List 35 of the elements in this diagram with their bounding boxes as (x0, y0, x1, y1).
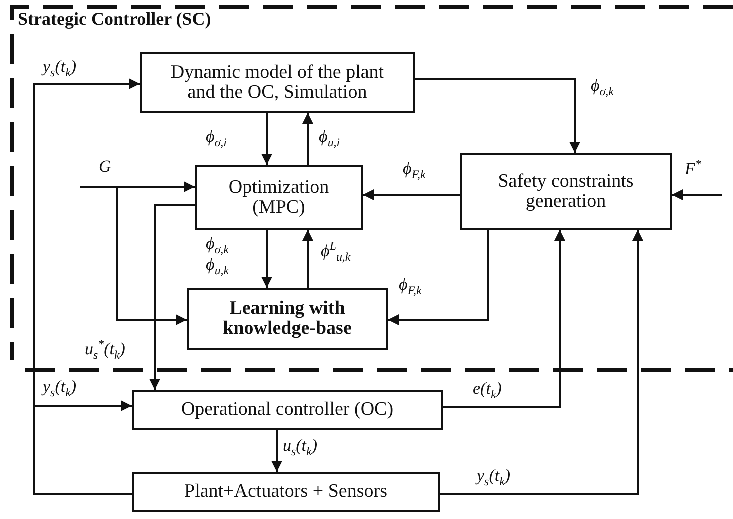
edge-label: ϕ$_{F,k}$ (398, 276, 423, 297)
arrow (415, 78, 580, 153)
process-box: Plant+Actuators + Sensors (132, 472, 440, 512)
process-box: Optimization (MPC) (195, 165, 363, 230)
edge-label: u$_{s}$$^{*}$(t$_{k}$) (84, 338, 126, 362)
arrow (262, 230, 272, 288)
edge-label: ϕ$_{σ,i}$ (205, 128, 228, 149)
arrow (440, 230, 644, 495)
edge-label: e(t$_{k}$) (472, 380, 503, 401)
arrow (150, 204, 195, 390)
arrow (116, 187, 187, 326)
process-box: Operational controller (OC) (132, 390, 443, 430)
arrow (272, 430, 282, 472)
arrow (672, 190, 722, 200)
arrow (262, 113, 272, 165)
region-title: Strategic Controller (SC) (18, 9, 212, 30)
arrow (443, 230, 566, 408)
edge-label: ϕ$_{σ,k}$ ϕ$_{u,k}$ (205, 235, 230, 277)
edge-label: y$_{s}$(t$_{k}$) (476, 467, 512, 488)
edge-label: ϕ$_{u,i}$ (318, 128, 342, 149)
arrow (302, 113, 314, 165)
edge-label: ϕ$_{F,k}$ (402, 160, 427, 181)
dashed-region (10, 5, 733, 372)
edge-label: ϕ$_{σ,k}$ (590, 77, 615, 98)
process-box: Learning with knowledge-base (187, 288, 388, 350)
arrow (302, 230, 314, 288)
arrow (363, 190, 460, 200)
arrow (388, 230, 489, 326)
process-box: Dynamic model of the plant and the OC, Simulation (140, 52, 415, 113)
arrow (80, 182, 195, 192)
edge-label: y$_{s}$(t$_{k}$) (42, 58, 78, 79)
arrow (33, 400, 132, 495)
process-box: Safety constraints generation (460, 153, 672, 230)
edge-label: y$_{s}$(t$_{k}$) (42, 378, 78, 399)
edge-label: u$_{s}$(t$_{k}$) (282, 437, 318, 458)
